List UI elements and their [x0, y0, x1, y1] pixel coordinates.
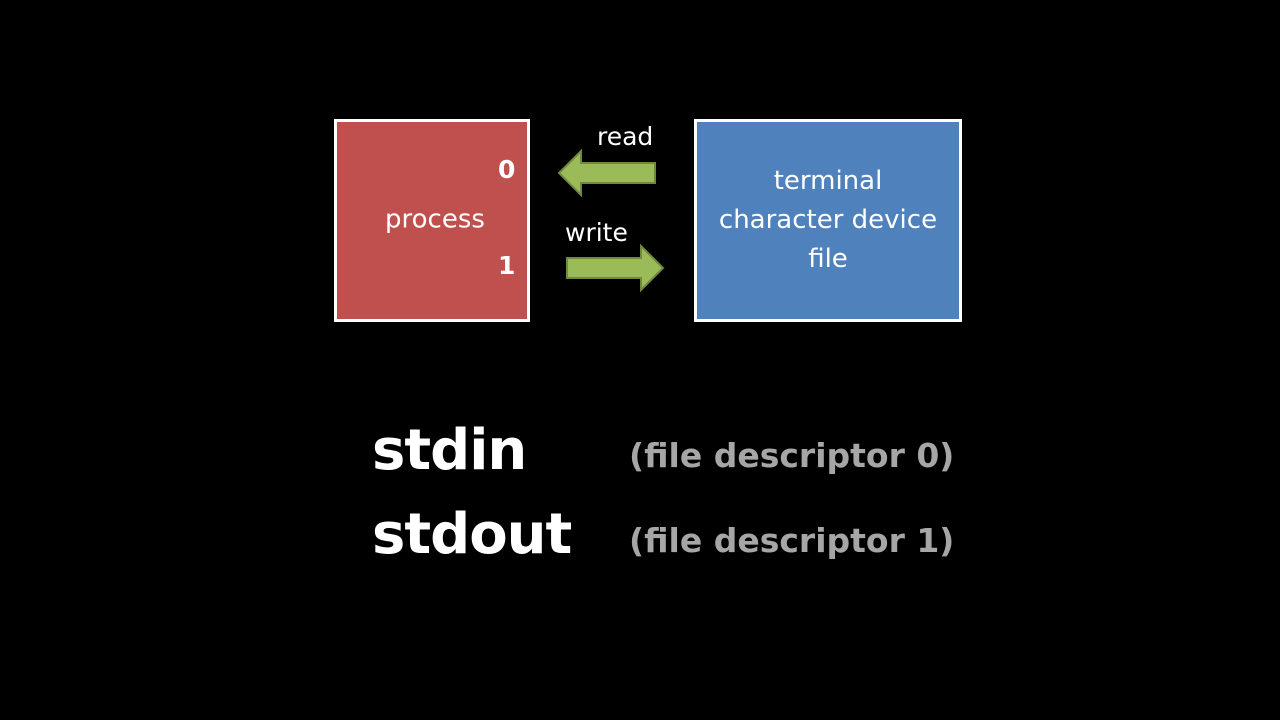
fd-0-label: 0 [498, 155, 516, 184]
stdin-label: stdin [372, 418, 527, 483]
read-arrow-shape [557, 148, 656, 198]
stdin-note: (file descriptor 0) [629, 436, 955, 475]
terminal-box: terminal character device file [694, 119, 962, 322]
fd-1-label: 1 [498, 251, 516, 280]
stdout-label: stdout [372, 502, 572, 567]
process-box: 0 process 1 [334, 119, 530, 322]
read-label: read [597, 122, 654, 151]
stdout-note: (file descriptor 1) [629, 521, 955, 560]
process-label: process [385, 204, 485, 235]
terminal-label: terminal character device file [718, 166, 938, 274]
write-arrow-shape [566, 243, 665, 293]
write-label: write [565, 218, 628, 247]
